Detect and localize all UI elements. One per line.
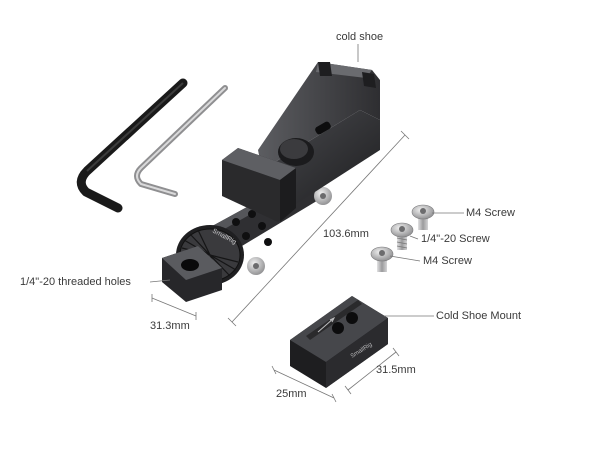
dim-mount-width: 31.5mm xyxy=(376,364,416,376)
label-threaded-holes: 1/4"-20 threaded holes xyxy=(20,276,131,288)
label-cold-shoe: cold shoe xyxy=(336,31,384,43)
dim-mount-depth: 25mm xyxy=(276,388,307,400)
cold-shoe-mount-block: SmallRig xyxy=(290,296,388,388)
cold-shoe-arm: SmallRig xyxy=(162,62,380,302)
hex-key-black xyxy=(76,78,188,213)
m4-screw-top xyxy=(411,204,435,230)
hex-key-silver xyxy=(134,85,228,197)
label-cold-shoe-mount: Cold Shoe Mount xyxy=(436,310,521,322)
m4-screw-bottom xyxy=(370,246,394,272)
quarter-20-screw xyxy=(390,222,414,250)
dimension-lines xyxy=(149,44,464,403)
dim-length: 103.6mm xyxy=(323,228,369,240)
label-m4-screw-top: M4 Screw xyxy=(466,207,515,219)
label-quarter-20-screw: 1/4"-20 Screw xyxy=(421,233,490,245)
dim-width: 31.3mm xyxy=(150,320,190,332)
label-m4-screw-bottom: M4 Screw xyxy=(423,255,472,267)
